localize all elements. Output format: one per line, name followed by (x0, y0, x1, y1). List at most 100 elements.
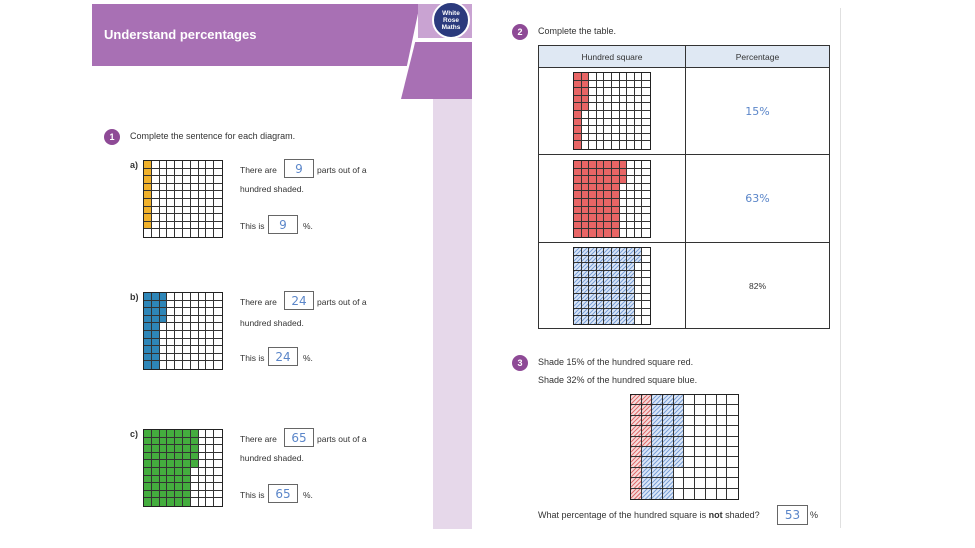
grid-cell (574, 183, 582, 192)
grid-cell (581, 176, 590, 184)
grid-cell (167, 293, 176, 301)
grid-cell (206, 161, 215, 169)
grid-cell (642, 301, 650, 309)
grid-cell (620, 141, 628, 149)
grid-cell (214, 491, 222, 499)
grid-cell (167, 168, 176, 177)
question-number-1: 1 (104, 129, 120, 145)
part-a-parts-input[interactable]: 9 (284, 159, 314, 178)
grid-cell (663, 457, 674, 468)
part-b-parts-input[interactable]: 24 (284, 291, 314, 310)
grid-cell (727, 405, 738, 416)
grid-cell (663, 488, 674, 499)
grid-cell (151, 308, 160, 316)
grid-cell (652, 405, 664, 416)
q3-hundred-square[interactable] (630, 394, 739, 500)
grid-cell (684, 426, 696, 437)
grid-cell (642, 294, 650, 302)
grid-cell (611, 133, 620, 142)
grid-cell (167, 361, 176, 369)
grid-cell (611, 255, 620, 264)
grid-cell (596, 73, 605, 81)
table-row-divider (539, 154, 829, 155)
grid-cell (574, 285, 582, 294)
grid-cell (144, 214, 152, 222)
grid-cell (589, 278, 597, 286)
table-percentage-2[interactable]: 63% (745, 192, 770, 205)
q3-answer-input[interactable]: 53 (777, 505, 808, 525)
grid-cell (642, 214, 650, 222)
grid-cell (581, 293, 590, 302)
grid-cell (716, 457, 728, 468)
grid-cell (631, 415, 642, 427)
grid-cell (589, 88, 597, 96)
grid-cell (627, 126, 635, 134)
grid-cell (684, 415, 696, 427)
grid-cell (611, 263, 620, 271)
grid-cell (574, 118, 582, 127)
grid-cell (214, 222, 222, 230)
grid-cell (574, 301, 582, 309)
grid-cell (190, 221, 199, 230)
grid-cell (634, 248, 643, 256)
grid-cell (706, 488, 717, 499)
grid-cell (190, 353, 199, 362)
grid-cell (596, 285, 605, 294)
grid-cell (695, 446, 706, 458)
grid-cell (596, 133, 605, 142)
grid-cell (144, 498, 152, 506)
grid-cell (198, 490, 207, 499)
grid-cell (214, 354, 222, 362)
grid-cell (581, 229, 590, 237)
grid-cell (634, 73, 643, 81)
grid-cell (634, 301, 643, 309)
part-c-line3-end: %. (303, 490, 313, 500)
grid-cell (642, 256, 650, 264)
grid-cell (642, 96, 650, 104)
grid-cell (642, 199, 650, 207)
grid-cell (634, 168, 643, 177)
grid-cell (674, 488, 685, 499)
grid-cell (175, 353, 183, 362)
grid-cell (581, 221, 590, 230)
table-percentage-1[interactable]: 15% (745, 104, 770, 118)
part-c-percent-input[interactable]: 65 (268, 484, 298, 503)
grid-cell (151, 361, 160, 369)
grid-cell (642, 316, 650, 324)
grid-cell (634, 285, 643, 294)
grid-cell (214, 199, 222, 207)
grid-cell (198, 330, 207, 339)
grid-cell (151, 198, 160, 207)
part-a-percent-input[interactable]: 9 (268, 215, 298, 234)
grid-cell (214, 161, 222, 169)
grid-cell (214, 498, 222, 506)
grid-cell (151, 214, 160, 222)
grid-cell (589, 103, 597, 111)
grid-cell (183, 176, 191, 184)
grid-cell (214, 460, 222, 468)
part-b-percent-input[interactable]: 24 (268, 347, 298, 366)
grid-cell (574, 88, 582, 96)
grid-cell (604, 221, 612, 230)
grid-cell (144, 229, 152, 237)
q2-prompt: Complete the table. (538, 26, 617, 36)
grid-cell (175, 176, 183, 184)
grid-cell (627, 103, 635, 111)
part-a-line3-end: %. (303, 221, 313, 231)
grid-cell (175, 346, 183, 354)
grid-cell (144, 361, 152, 369)
grid-cell (581, 73, 590, 81)
grid-cell (604, 95, 612, 104)
part-b-line1-start: There are (240, 297, 277, 307)
grid-cell (574, 278, 582, 286)
grid-cell (151, 330, 160, 339)
grid-cell (727, 426, 738, 437)
grid-cell (589, 316, 597, 324)
grid-cell (198, 445, 207, 453)
part-c-parts-input[interactable]: 65 (284, 428, 314, 447)
grid-cell (574, 168, 582, 177)
grid-cell (604, 88, 612, 96)
grid-cell (642, 88, 650, 96)
grid-cell (151, 183, 160, 192)
grid-cell (190, 214, 199, 222)
